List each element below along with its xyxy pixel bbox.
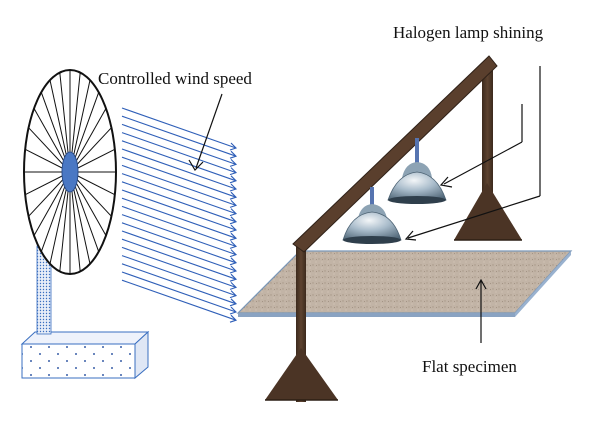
fan xyxy=(20,69,150,380)
wind-arrowhead xyxy=(229,257,238,266)
wind-line xyxy=(121,279,237,321)
specimen-callout xyxy=(475,278,487,343)
halogen-lamp-icon xyxy=(342,138,447,244)
electric-fan-icon xyxy=(23,69,117,275)
wind-arrowhead xyxy=(229,224,238,233)
wind-arrowhead xyxy=(229,208,238,217)
wind-line xyxy=(121,115,237,157)
wind-arrowhead xyxy=(229,273,238,282)
wind-arrowhead xyxy=(229,216,238,225)
lamp-label: Halogen lamp shining xyxy=(393,23,544,42)
fan-base xyxy=(20,330,150,380)
wind-line xyxy=(121,164,237,206)
wind-arrowhead xyxy=(229,142,238,151)
back-post xyxy=(454,62,522,241)
wind-label: Controlled wind speed xyxy=(98,69,252,88)
wind-line xyxy=(121,255,237,297)
wind-line xyxy=(121,230,237,272)
wind-line xyxy=(121,123,237,165)
wind-line xyxy=(121,205,237,247)
wind-arrowhead xyxy=(229,175,238,184)
wind-arrowhead xyxy=(229,249,238,258)
wind-arrowhead xyxy=(229,191,238,200)
wind-arrowhead xyxy=(229,150,238,159)
wind-arrowhead xyxy=(229,167,238,176)
wind-line xyxy=(121,238,237,280)
fan-hub xyxy=(61,151,79,193)
wind-arrowhead xyxy=(229,282,238,290)
back-foot xyxy=(454,183,522,240)
wind-line xyxy=(121,222,237,264)
wind-arrowhead xyxy=(229,200,238,208)
wind-callout xyxy=(188,93,223,171)
wind-line xyxy=(121,132,237,174)
wind-arrowhead xyxy=(229,159,238,167)
lamp-lower xyxy=(342,187,402,244)
front-post xyxy=(265,244,338,402)
wind-arrowhead xyxy=(229,183,238,192)
wind-arrowhead xyxy=(229,232,238,241)
wind-line xyxy=(121,197,237,239)
specimen-label: Flat specimen xyxy=(422,357,517,376)
wind-arrowhead xyxy=(229,290,238,299)
wind-line xyxy=(121,107,237,149)
wind-line xyxy=(121,263,237,305)
flat-specimen xyxy=(236,250,573,317)
wind-line xyxy=(121,189,237,231)
wind-line xyxy=(121,156,237,198)
wind-line xyxy=(121,181,237,223)
wind-arrowhead xyxy=(229,314,238,323)
wind-line xyxy=(121,246,237,288)
lamp-upper xyxy=(387,138,447,204)
lamp-callout xyxy=(404,66,541,241)
wind-line xyxy=(121,173,237,215)
wind-line xyxy=(121,271,237,313)
wind-arrowhead xyxy=(229,298,238,307)
wind-arrowhead xyxy=(229,241,238,249)
diagonal-beam xyxy=(292,55,498,253)
wind-line xyxy=(121,148,237,190)
wind-lines xyxy=(121,107,238,323)
front-foot xyxy=(265,348,338,400)
wind-arrowhead xyxy=(229,306,238,315)
wind-line xyxy=(121,214,237,256)
wind-line xyxy=(121,140,237,182)
wind-arrowhead xyxy=(229,265,238,274)
